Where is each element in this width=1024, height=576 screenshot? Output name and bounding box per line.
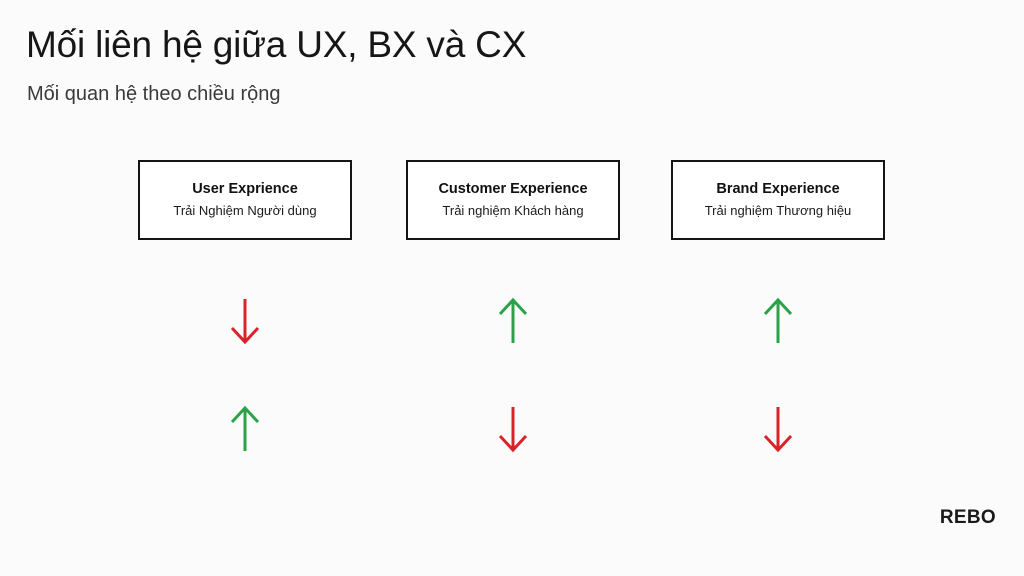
arrow-cell-r1-c2 bbox=[406, 295, 620, 347]
arrow-up-icon bbox=[498, 297, 528, 343]
concept-box-title: User Exprience bbox=[192, 181, 298, 198]
arrow-row-1 bbox=[0, 295, 1024, 347]
arrow-down-icon bbox=[230, 299, 260, 345]
arrow-cell-r1-c3 bbox=[671, 295, 885, 347]
arrow-cell-r1-c1 bbox=[138, 295, 352, 347]
arrow-cell-r2-c1 bbox=[138, 403, 352, 455]
arrow-cell-r2-c2 bbox=[406, 403, 620, 455]
arrow-row-2 bbox=[0, 403, 1024, 455]
arrow-up-icon bbox=[230, 405, 260, 451]
arrow-down-icon bbox=[498, 407, 528, 453]
concept-boxes-row: User Exprience Trải Nghiệm Người dùng Cu… bbox=[0, 160, 1024, 240]
concept-box-brand-experience: Brand Experience Trải nghiệm Thương hiệu bbox=[671, 160, 885, 240]
concept-box-subtitle: Trải Nghiệm Người dùng bbox=[173, 203, 317, 219]
concept-box-subtitle: Trải nghiệm Khách hàng bbox=[442, 203, 584, 219]
concept-box-customer-experience: Customer Experience Trải nghiệm Khách hà… bbox=[406, 160, 620, 240]
arrow-cell-r2-c3 bbox=[671, 403, 885, 455]
brand-logo: REBO bbox=[939, 507, 996, 528]
concept-box-subtitle: Trải nghiệm Thương hiệu bbox=[704, 203, 852, 219]
concept-box-title: Brand Experience bbox=[716, 181, 840, 198]
page-subtitle: Mối quan hệ theo chiều rộng bbox=[27, 83, 281, 105]
page-title: Mối liên hệ giữa UX, BX và CX bbox=[26, 24, 527, 65]
arrow-up-icon bbox=[763, 297, 793, 343]
concept-box-user-experience: User Exprience Trải Nghiệm Người dùng bbox=[138, 160, 352, 240]
arrow-down-icon bbox=[763, 407, 793, 453]
concept-box-title: Customer Experience bbox=[438, 181, 588, 198]
